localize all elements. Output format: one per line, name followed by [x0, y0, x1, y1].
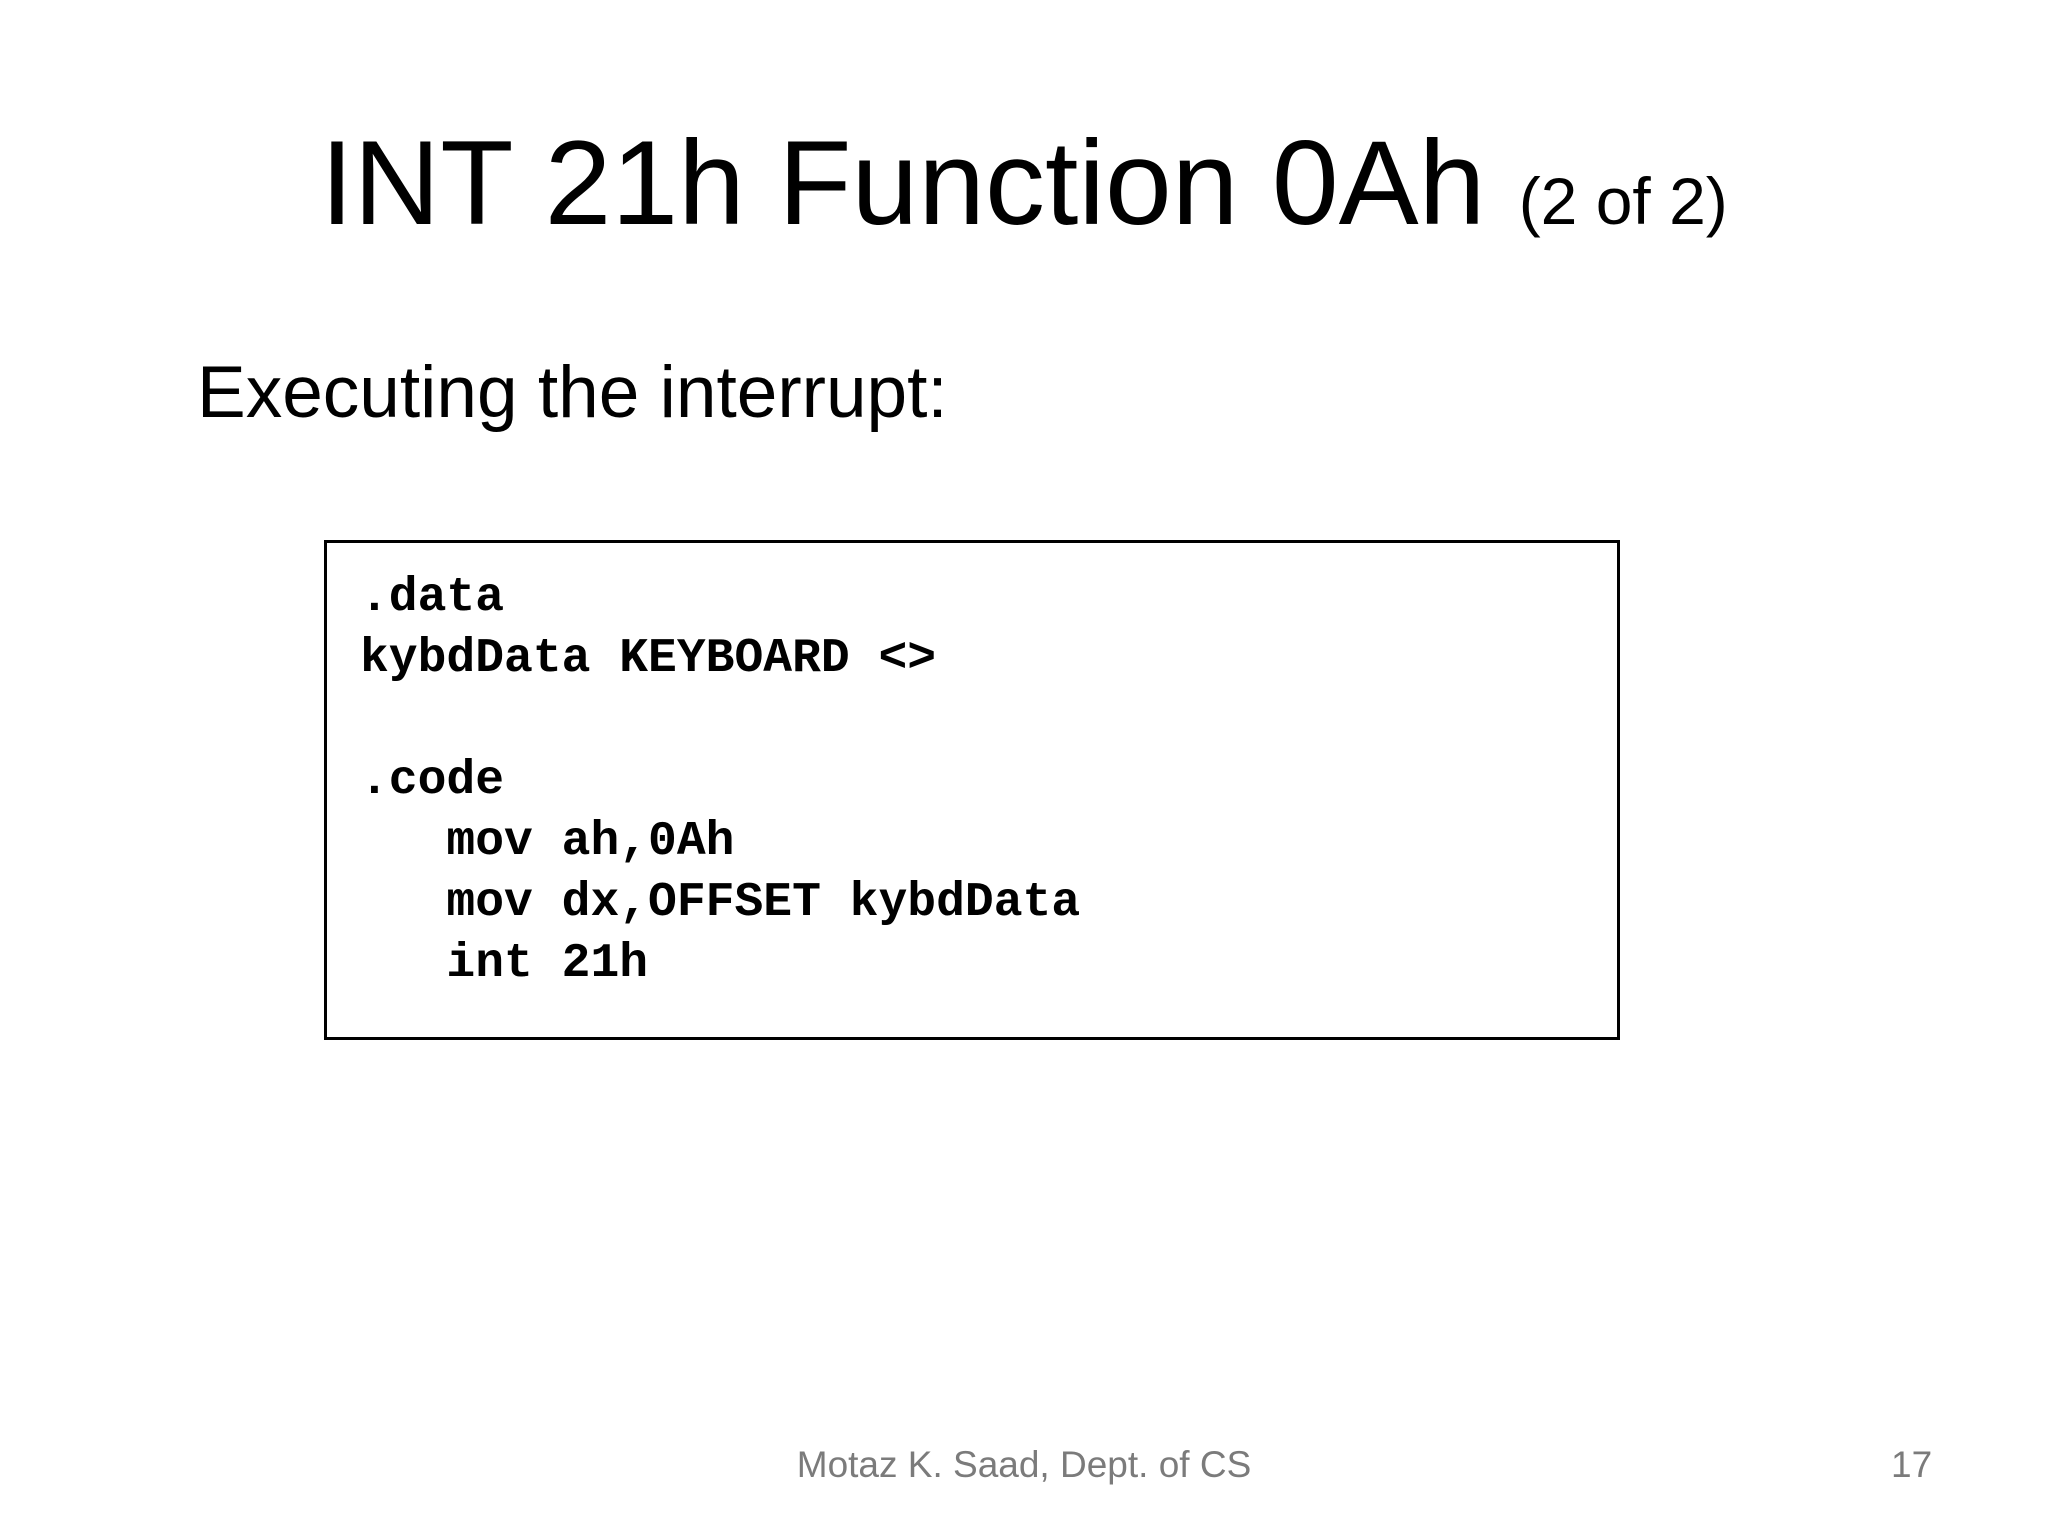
title-space — [1485, 116, 1518, 250]
slide-title-main: INT 21h Function 0Ah — [320, 116, 1486, 250]
footer-author: Motaz K. Saad, Dept. of CS — [796, 1444, 1252, 1485]
slide-title: INT 21h Function 0Ah (2 of 2) — [0, 123, 2048, 243]
footer-page-number: 17 — [1891, 1444, 1933, 1485]
code-box: .data kybdData KEYBOARD <> .code mov ah,… — [324, 540, 1620, 1040]
section-heading: Executing the interrupt: — [197, 352, 948, 433]
assembly-code-listing: .data kybdData KEYBOARD <> .code mov ah,… — [360, 571, 1081, 991]
slide-title-suffix: (2 of 2) — [1518, 164, 1728, 238]
